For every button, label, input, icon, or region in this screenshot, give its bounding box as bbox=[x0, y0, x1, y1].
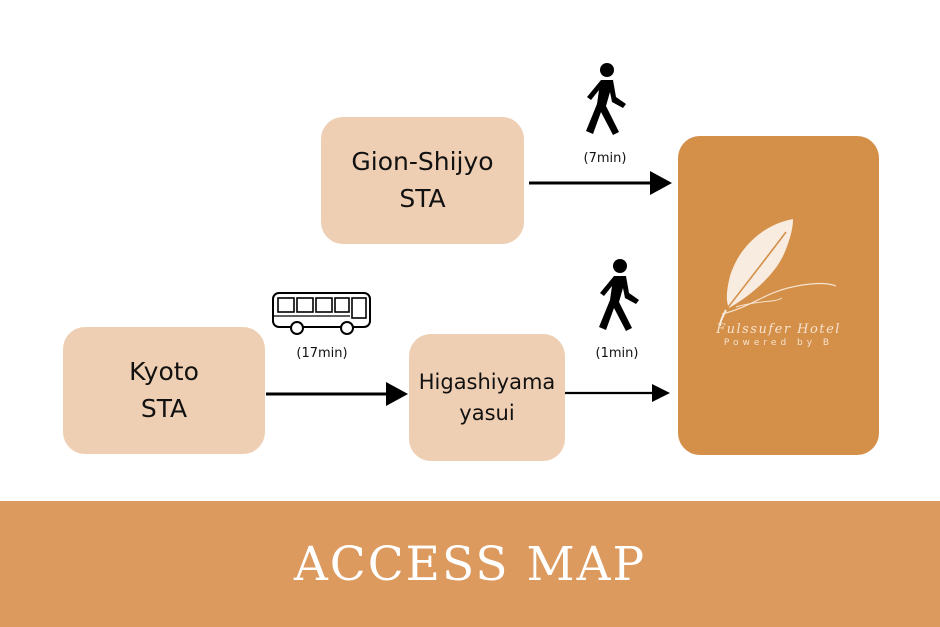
station-higashiyama-yasui: Higashiyama yasui bbox=[409, 334, 565, 461]
station-kyoto: Kyoto STA bbox=[63, 327, 265, 454]
station-suffix: STA bbox=[140, 393, 188, 423]
walking-person-icon bbox=[586, 63, 626, 135]
arrow-higashiyama-to-hotel bbox=[565, 384, 670, 402]
bus-icon bbox=[272, 292, 371, 335]
banner-title: ACCESS MAP bbox=[293, 536, 647, 592]
station-suffix: STA bbox=[399, 183, 446, 213]
arrow-kyoto-to-higashiyama bbox=[266, 382, 408, 406]
footer-banner: ACCESS MAP bbox=[0, 501, 940, 627]
hotel-box: Fulssufer Hotel Powered by B bbox=[678, 136, 879, 455]
station-name: Gion-Shijyo bbox=[351, 147, 494, 177]
station-gion-shijyo: Gion-Shijyo STA bbox=[321, 117, 524, 244]
station-suffix: yasui bbox=[459, 400, 515, 425]
station-name: Higashiyama bbox=[418, 370, 556, 395]
arrow-gion-to-hotel bbox=[529, 171, 672, 195]
travel-time-bus: (17min) bbox=[296, 346, 348, 361]
feather-quill-icon bbox=[719, 219, 837, 327]
station-name: Kyoto bbox=[129, 357, 199, 387]
hotel-subtitle: Powered by B bbox=[723, 338, 834, 348]
travel-time-gion: (7min) bbox=[583, 151, 627, 166]
travel-time-higashiyama: (1min) bbox=[595, 346, 639, 361]
hotel-name: Fulssufer Hotel bbox=[716, 322, 841, 337]
walking-person-icon bbox=[599, 259, 639, 331]
